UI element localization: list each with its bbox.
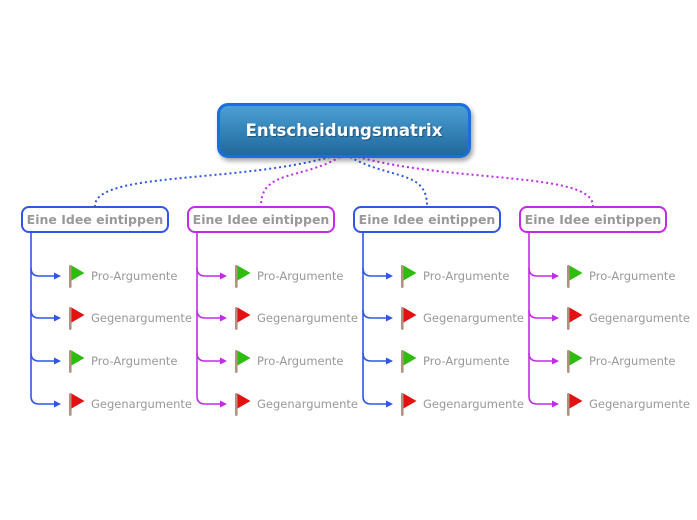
arrowhead xyxy=(386,314,393,322)
branch-trunk-line xyxy=(362,233,386,405)
argument-label: Gegenargumente xyxy=(91,311,192,325)
argument-label: Pro-Argumente xyxy=(589,354,676,368)
branch-line xyxy=(528,309,552,319)
idea-node-label: Eine Idee eintippen xyxy=(524,212,662,227)
argument-node[interactable]: Pro-Argumente xyxy=(397,263,510,289)
red-flag-icon xyxy=(235,393,251,416)
arrowhead xyxy=(220,357,227,365)
arrowhead xyxy=(54,272,61,280)
branch-line xyxy=(196,309,220,319)
arrowhead xyxy=(552,314,559,322)
root-node-label: Entscheidungsmatrix xyxy=(245,121,443,140)
idea-node-label: Eine Idee eintippen xyxy=(192,212,330,227)
argument-node[interactable]: Pro-Argumente xyxy=(563,263,676,289)
branch-trunk-line xyxy=(196,233,220,405)
argument-node[interactable]: Gegenargumente xyxy=(563,305,690,331)
arrowhead xyxy=(386,400,393,408)
arrowhead xyxy=(552,400,559,408)
argument-node[interactable]: Gegenargumente xyxy=(65,305,192,331)
branch-line xyxy=(528,267,552,277)
argument-label: Pro-Argumente xyxy=(257,354,344,368)
branch-line xyxy=(30,267,54,277)
argument-label: Gegenargumente xyxy=(257,397,358,411)
argument-label: Gegenargumente xyxy=(423,397,524,411)
arrowhead xyxy=(54,357,61,365)
root-node[interactable]: Entscheidungsmatrix xyxy=(217,103,471,158)
branch-line xyxy=(30,352,54,362)
red-flag-icon xyxy=(69,393,85,416)
argument-node[interactable]: Gegenargumente xyxy=(231,391,358,417)
green-flag-icon xyxy=(235,265,251,288)
green-flag-icon xyxy=(69,350,85,373)
branch-line xyxy=(528,352,552,362)
branch-trunk-line xyxy=(30,233,54,405)
argument-node[interactable]: Gegenargumente xyxy=(397,391,524,417)
arrowhead xyxy=(552,272,559,280)
argument-node[interactable]: Gegenargumente xyxy=(563,391,690,417)
branch-line xyxy=(362,309,386,319)
green-flag-icon xyxy=(401,350,417,373)
argument-label: Gegenargumente xyxy=(257,311,358,325)
argument-node[interactable]: Gegenargumente xyxy=(397,305,524,331)
arrowhead xyxy=(552,357,559,365)
arrowhead xyxy=(220,272,227,280)
arrowhead xyxy=(220,400,227,408)
arrowhead xyxy=(54,314,61,322)
arrowhead xyxy=(386,357,393,365)
idea-node-4[interactable]: Eine Idee eintippen xyxy=(519,206,667,233)
argument-node[interactable]: Pro-Argumente xyxy=(397,348,510,374)
argument-label: Pro-Argumente xyxy=(423,354,510,368)
argument-node[interactable]: Pro-Argumente xyxy=(65,348,178,374)
argument-label: Pro-Argumente xyxy=(589,269,676,283)
branch-line xyxy=(196,352,220,362)
green-flag-icon xyxy=(401,265,417,288)
argument-label: Gegenargumente xyxy=(91,397,192,411)
red-flag-icon xyxy=(401,393,417,416)
argument-label: Gegenargumente xyxy=(589,397,690,411)
argument-label: Pro-Argumente xyxy=(423,269,510,283)
red-flag-icon xyxy=(69,307,85,330)
argument-node[interactable]: Pro-Argumente xyxy=(231,348,344,374)
argument-label: Pro-Argumente xyxy=(91,354,178,368)
red-flag-icon xyxy=(401,307,417,330)
green-flag-icon xyxy=(567,265,583,288)
idea-node-1[interactable]: Eine Idee eintippen xyxy=(21,206,169,233)
arrowhead xyxy=(54,400,61,408)
idea-node-label: Eine Idee eintippen xyxy=(358,212,496,227)
green-flag-icon xyxy=(567,350,583,373)
argument-label: Gegenargumente xyxy=(589,311,690,325)
red-flag-icon xyxy=(235,307,251,330)
arrowhead xyxy=(386,272,393,280)
argument-label: Gegenargumente xyxy=(423,311,524,325)
argument-node[interactable]: Pro-Argumente xyxy=(231,263,344,289)
idea-node-2[interactable]: Eine Idee eintippen xyxy=(187,206,335,233)
argument-label: Pro-Argumente xyxy=(91,269,178,283)
argument-label: Pro-Argumente xyxy=(257,269,344,283)
argument-node[interactable]: Pro-Argumente xyxy=(65,263,178,289)
root-connector xyxy=(94,156,331,207)
idea-node-label: Eine Idee eintippen xyxy=(26,212,164,227)
branch-trunk-line xyxy=(528,233,552,405)
root-connector xyxy=(357,156,594,207)
argument-node[interactable]: Gegenargumente xyxy=(65,391,192,417)
arrowhead xyxy=(220,314,227,322)
branch-line xyxy=(196,267,220,277)
argument-node[interactable]: Gegenargumente xyxy=(231,305,358,331)
branch-line xyxy=(30,309,54,319)
green-flag-icon xyxy=(69,265,85,288)
green-flag-icon xyxy=(235,350,251,373)
branch-line xyxy=(362,267,386,277)
idea-node-3[interactable]: Eine Idee eintippen xyxy=(353,206,501,233)
argument-node[interactable]: Pro-Argumente xyxy=(563,348,676,374)
branch-line xyxy=(362,352,386,362)
red-flag-icon xyxy=(567,307,583,330)
red-flag-icon xyxy=(567,393,583,416)
